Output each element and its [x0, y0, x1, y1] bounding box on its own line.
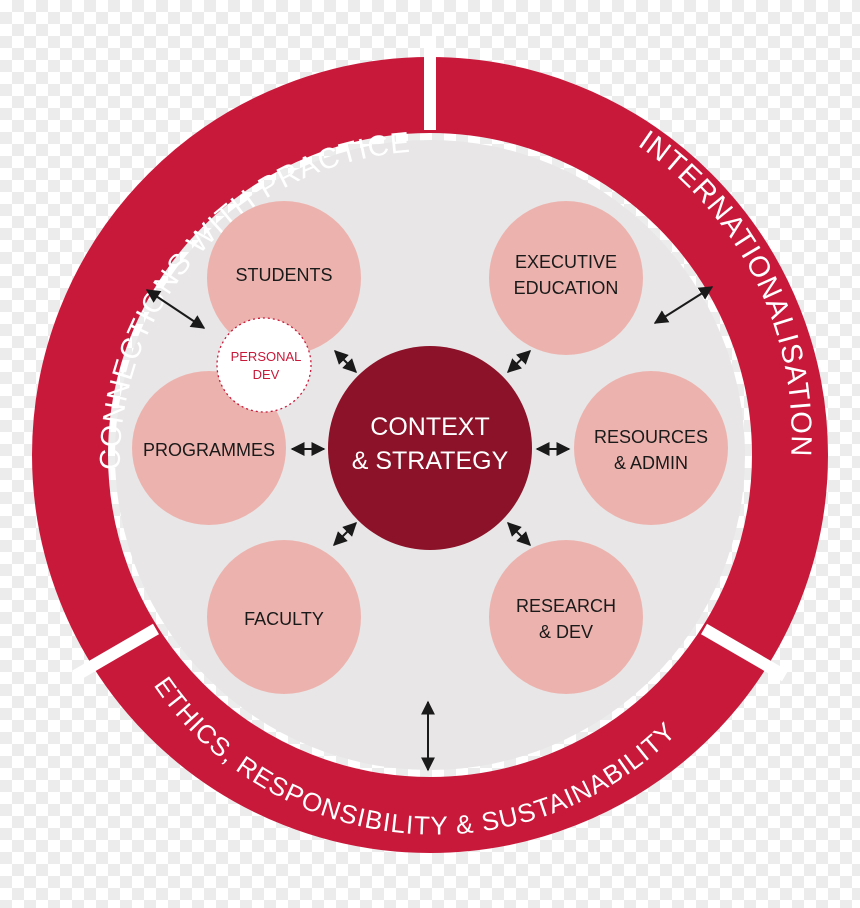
node-executive-line1: EXECUTIVE — [515, 252, 617, 272]
node-resources-line1: RESOURCES — [594, 427, 708, 447]
node-research-line2: & DEV — [539, 622, 593, 642]
node-resources-admin: RESOURCES & ADMIN — [574, 371, 728, 525]
center-context-strategy: CONTEXT & STRATEGY — [328, 346, 532, 550]
arrow-center-research — [507, 522, 531, 546]
node-faculty: FACULTY — [207, 540, 361, 694]
node-personal-dev: PERSONAL DEV — [216, 317, 312, 413]
arrow-center-faculty — [333, 522, 357, 546]
node-programmes-label: PROGRAMMES — [143, 440, 275, 460]
arrow-connections-students — [145, 289, 206, 329]
ring-separator-left — [71, 623, 160, 682]
node-resources-line2: & ADMIN — [614, 453, 688, 473]
arrow-center-executive — [506, 350, 532, 373]
personal-dev-line1: PERSONAL — [231, 349, 302, 364]
node-research-line1: RESEARCH — [516, 596, 616, 616]
arrow-center-students — [334, 350, 357, 373]
node-research-dev: RESEARCH & DEV — [489, 540, 643, 694]
node-students: STUDENTS — [207, 201, 361, 355]
center-line1: CONTEXT — [370, 413, 489, 441]
node-executive-education: EXECUTIVE EDUCATION — [489, 201, 643, 355]
ring-separator-right — [700, 623, 789, 682]
arrow-group — [145, 286, 714, 772]
node-students-label: STUDENTS — [235, 265, 332, 285]
center-line2: & STRATEGY — [352, 447, 509, 475]
node-faculty-label: FACULTY — [244, 609, 324, 629]
arrow-internationalisation-executive — [653, 286, 714, 324]
node-executive-line2: EDUCATION — [514, 278, 619, 298]
personal-dev-line2: DEV — [253, 367, 280, 382]
